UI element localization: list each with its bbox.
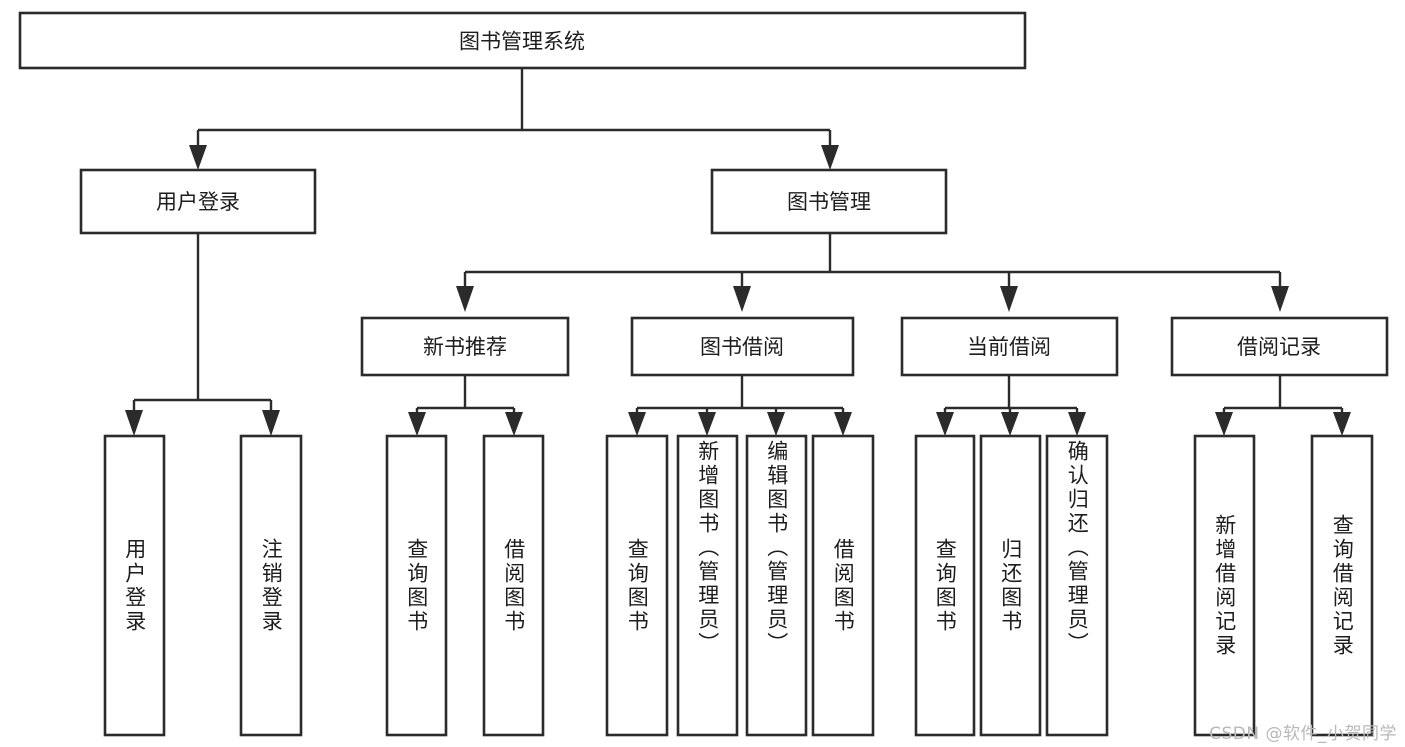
node-current-borrow-box[interactable] xyxy=(900,316,1119,377)
node-borrow-record-label: 借阅记录 xyxy=(1237,335,1321,359)
arrowhead-leaf-query-record xyxy=(1333,412,1351,436)
arrowhead-leaf-borrow-book-bb xyxy=(834,412,852,436)
leaf-box-query-book-bb[interactable] xyxy=(605,434,669,737)
node-new-book-recommend[interactable]: 新书推荐 xyxy=(360,316,570,377)
connector-group-root xyxy=(189,68,839,170)
leaf-box-edit-book[interactable] xyxy=(745,434,808,737)
leaf-box-add-book[interactable] xyxy=(676,434,739,737)
node-book-manage-label: 图书管理 xyxy=(787,190,871,214)
node-borrow-record-box[interactable] xyxy=(1170,316,1389,377)
leaf-box-confirm-return[interactable] xyxy=(1045,434,1109,737)
node-user-login[interactable]: 用户登录 xyxy=(79,168,317,235)
arrowhead-leaf-query-book-cb xyxy=(936,412,954,436)
arrowhead-current-borrow xyxy=(1000,286,1018,312)
node-borrow-record[interactable]: 借阅记录 xyxy=(1170,316,1389,377)
node-root-box[interactable] xyxy=(18,11,1027,70)
connector-group-current-borrow xyxy=(936,375,1086,436)
node-root-label: 图书管理系统 xyxy=(459,30,585,54)
leaf-boxes-book-borrow xyxy=(605,434,875,737)
arrowhead-leaf-confirm-return xyxy=(1068,412,1086,436)
arrowhead-book-borrow xyxy=(733,286,751,312)
node-book-borrow-label: 图书借阅 xyxy=(700,335,784,359)
leaf-boxes-borrow-record xyxy=(1193,434,1374,737)
connector-group-user-login xyxy=(125,233,280,436)
connector-group-new-book-recommend xyxy=(408,375,523,436)
leaf-boxes-new-book-recommend xyxy=(385,434,545,737)
arrowhead-leaf-logout xyxy=(262,410,280,436)
arrowhead-leaf-query-book-bb xyxy=(628,412,646,436)
arrowhead-book-manage xyxy=(821,145,839,170)
node-user-login-label: 用户登录 xyxy=(156,190,240,214)
leaf-box-add-record[interactable] xyxy=(1193,434,1256,737)
node-new-book-recommend-label: 新书推荐 xyxy=(423,335,507,359)
arrowhead-leaf-return-book xyxy=(1001,412,1019,436)
leaf-box-query-book-cb[interactable] xyxy=(914,434,976,737)
arrowhead-leaf-add-record xyxy=(1215,412,1233,436)
node-current-borrow-label: 当前借阅 xyxy=(967,335,1051,359)
connector-group-book-manage xyxy=(456,233,1289,312)
arrowhead-leaf-borrow-book-nb xyxy=(505,412,523,436)
connector-group-borrow-record xyxy=(1215,375,1351,436)
node-new-book-recommend-box[interactable] xyxy=(360,316,570,377)
connector-group-book-borrow xyxy=(628,375,852,436)
arrowhead-user-login xyxy=(189,145,207,170)
node-current-borrow[interactable]: 当前借阅 xyxy=(900,316,1119,377)
arrowhead-leaf-user-login xyxy=(125,410,143,436)
arrowhead-borrow-record xyxy=(1271,286,1289,312)
leaf-boxes-user-login xyxy=(103,434,303,737)
arrowhead-leaf-query-book-nb xyxy=(408,412,426,436)
node-book-manage[interactable]: 图书管理 xyxy=(710,168,948,235)
leaf-box-user-login[interactable] xyxy=(103,434,166,737)
node-book-borrow-box[interactable] xyxy=(630,316,855,377)
node-book-borrow[interactable]: 图书借阅 xyxy=(630,316,855,377)
leaf-box-return-book[interactable] xyxy=(979,434,1042,737)
leaf-box-query-record[interactable] xyxy=(1310,434,1374,737)
node-book-manage-box[interactable] xyxy=(710,168,948,235)
leaf-box-logout[interactable] xyxy=(239,434,303,737)
leaf-box-query-book-nb[interactable] xyxy=(385,434,448,737)
arrowhead-leaf-edit-book xyxy=(767,412,785,436)
leaf-boxes-current-borrow xyxy=(914,434,1109,737)
node-user-login-box[interactable] xyxy=(79,168,317,235)
watermark-text: CSDN @软件_小贺同学 xyxy=(1209,724,1397,744)
arrowhead-leaf-add-book xyxy=(698,412,716,436)
leaf-box-borrow-book-nb[interactable] xyxy=(482,434,545,737)
arrowhead-new-book-recommend xyxy=(456,286,474,312)
leaf-box-borrow-book-bb[interactable] xyxy=(811,434,875,737)
node-root[interactable]: 图书管理系统 xyxy=(18,11,1027,70)
